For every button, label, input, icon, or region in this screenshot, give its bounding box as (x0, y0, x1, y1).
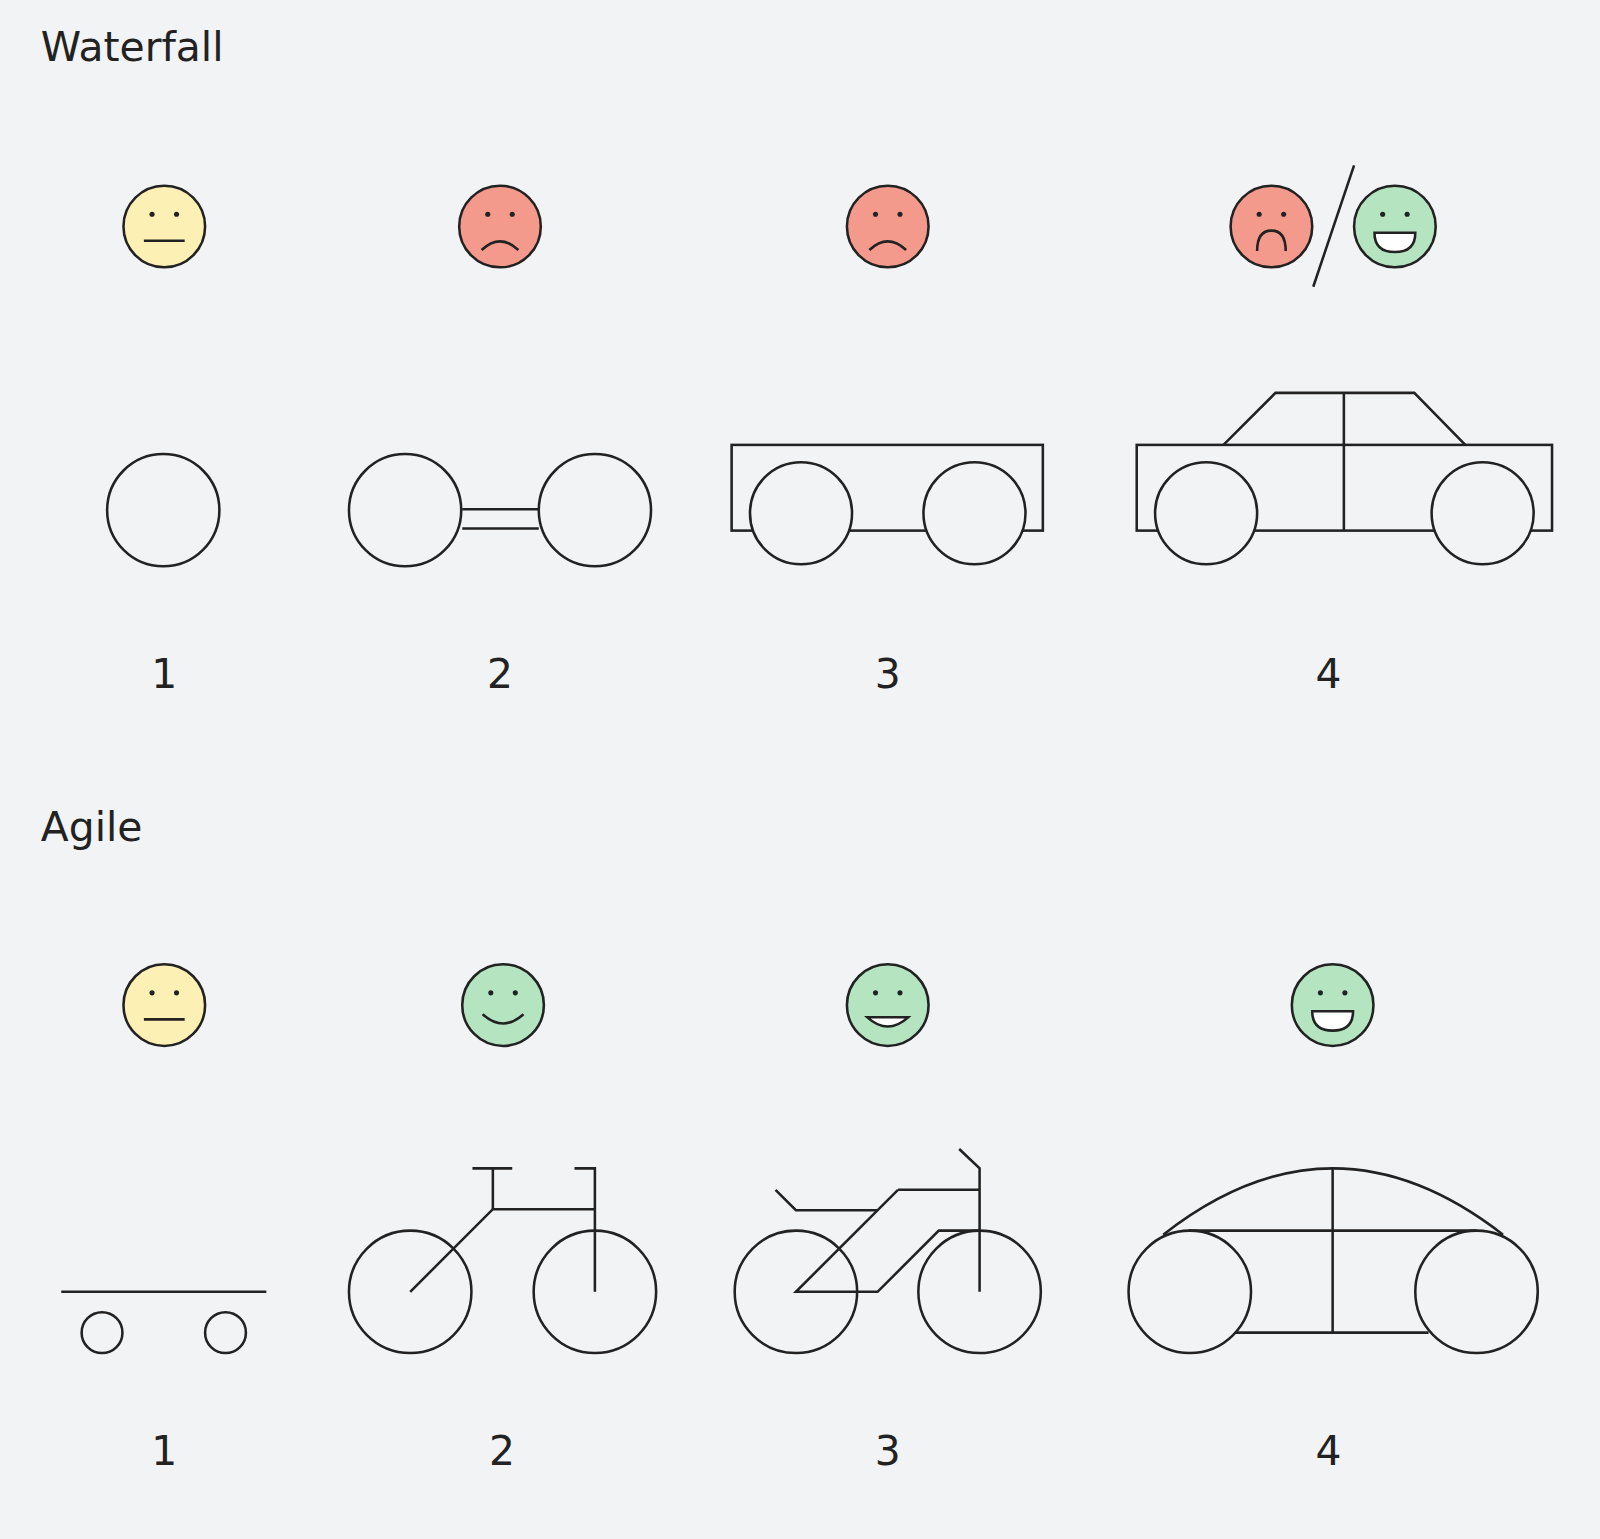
step-number: 2 (489, 1431, 515, 1472)
step-number: 4 (1316, 653, 1342, 694)
happy-face (1292, 964, 1374, 1046)
section-heading: Agile (41, 806, 143, 847)
sad-face (847, 186, 929, 268)
step-number: 1 (151, 1431, 177, 1472)
wheel (107, 454, 219, 566)
step-number: 1 (151, 653, 177, 694)
step-number: 3 (875, 1431, 901, 1472)
grin-face (847, 964, 929, 1046)
happy-face (1354, 186, 1436, 268)
very-sad-face (1231, 186, 1313, 268)
neutral-face (123, 964, 205, 1046)
bicycle (349, 1168, 656, 1353)
sad-face (459, 186, 541, 268)
slash (1313, 165, 1354, 286)
beetle-car (1129, 1168, 1538, 1353)
skateboard (61, 1292, 266, 1353)
section-heading: Waterfall (41, 27, 224, 68)
step-number: 4 (1316, 1431, 1342, 1472)
smile-face (462, 964, 544, 1046)
motorcycle (735, 1149, 1041, 1353)
step-number: 2 (487, 653, 513, 694)
step-number: 3 (875, 653, 901, 694)
car-stage (1137, 393, 1552, 564)
neutral-face (123, 186, 205, 268)
axle-stage (349, 454, 651, 566)
chassis-stage (732, 445, 1043, 564)
